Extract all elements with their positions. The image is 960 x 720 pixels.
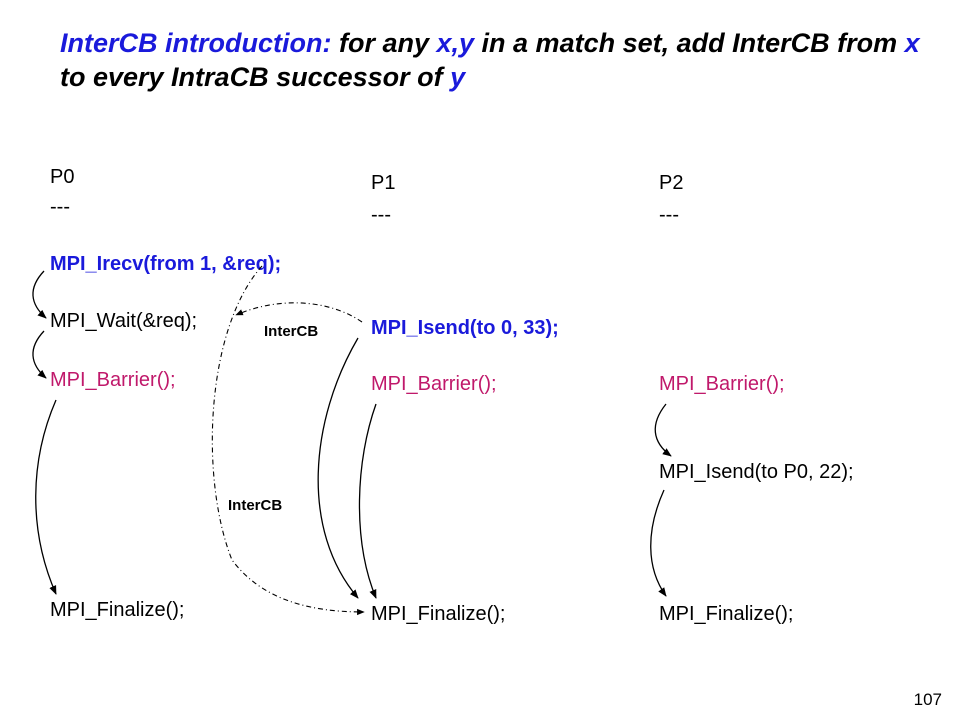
intracb-arrow-p2-isend-finalize <box>650 489 667 597</box>
p0-finalize: MPI_Finalize(); <box>50 599 185 621</box>
p0-header: P0 <box>50 166 75 188</box>
p2-isend: MPI_Isend(to P0, 22); <box>659 461 854 483</box>
page-number: 107 <box>913 690 942 709</box>
p1-dashes: --- <box>371 204 391 226</box>
title-var-y: y <box>450 62 466 92</box>
intercb-label-bottom: InterCB <box>228 497 283 514</box>
intercb-arrow-isend-to-wait <box>235 302 363 323</box>
title-var-xy: x,y <box>436 28 475 58</box>
title-text: in a match set, add InterCB from <box>474 28 905 58</box>
title-text: to every IntraCB successor of <box>60 62 451 92</box>
title-text: for any <box>331 28 437 58</box>
intracb-arrow-p1-isend-finalize <box>317 337 359 599</box>
intercb-arrow-irecv-to-finalize <box>211 265 365 616</box>
p1-isend: MPI_Isend(to 0, 33); <box>371 317 559 339</box>
p0-barrier: MPI_Barrier(); <box>50 369 176 391</box>
intercb-label-top: InterCB <box>264 323 319 340</box>
p0-dashes: --- <box>50 196 70 218</box>
intracb-arrow-p0-irecv-wait <box>32 270 47 319</box>
p1-barrier: MPI_Barrier(); <box>371 373 497 395</box>
p2-dashes: --- <box>659 204 679 226</box>
intracb-arrow-p1-barrier-finalize <box>358 403 377 599</box>
p2-finalize: MPI_Finalize(); <box>659 603 794 625</box>
intracb-arrow-p2-barrier-isend <box>654 403 672 457</box>
p1-header: P1 <box>371 172 396 194</box>
p0-irecv: MPI_Irecv(from 1, &req); <box>50 253 282 275</box>
p1-finalize: MPI_Finalize(); <box>371 603 506 625</box>
p2-barrier: MPI_Barrier(); <box>659 373 785 395</box>
title-var-x: x <box>904 28 920 58</box>
p0-wait: MPI_Wait(&req); <box>50 310 198 332</box>
intracb-arrow-p0-barrier-finalize <box>35 399 57 595</box>
p2-header: P2 <box>659 172 684 194</box>
intracb-arrow-p0-wait-barrier <box>32 330 47 379</box>
title-term: InterCB introduction: <box>60 28 332 58</box>
slide-title: InterCB introduction: for any x,y in a m… <box>60 26 940 94</box>
